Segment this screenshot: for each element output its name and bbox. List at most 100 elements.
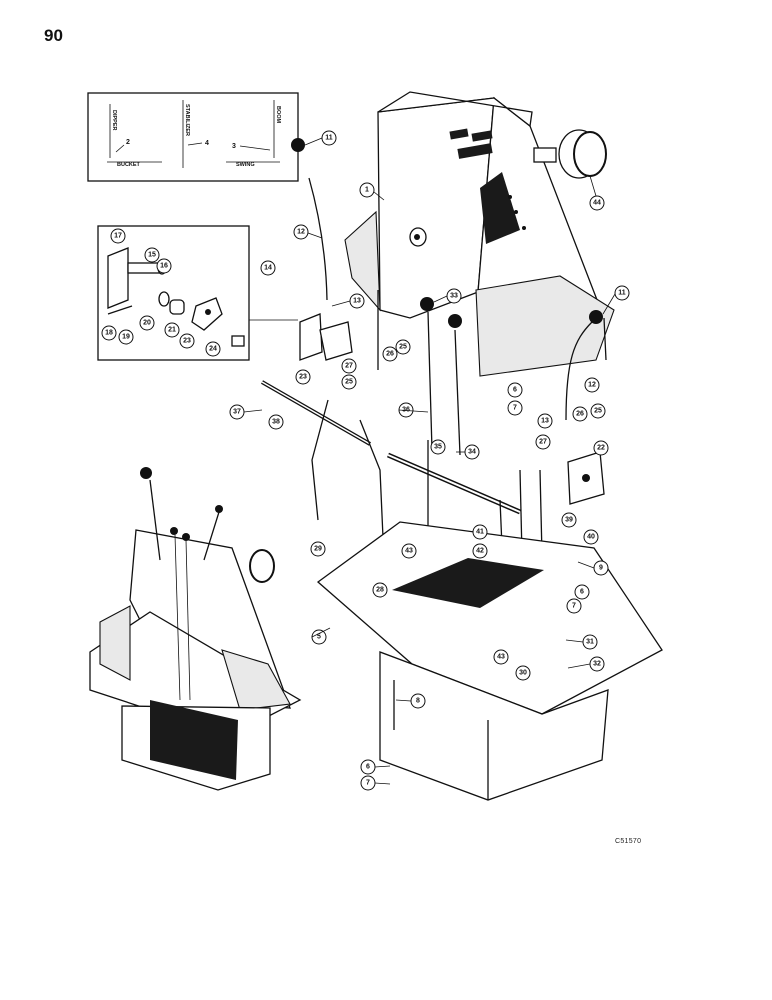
svg-text:16: 16 xyxy=(160,263,168,270)
callout-24: 24 xyxy=(205,341,221,357)
svg-text:28: 28 xyxy=(376,587,384,594)
svg-text:35: 35 xyxy=(434,444,442,451)
svg-text:6: 6 xyxy=(513,387,517,394)
knob-center-left xyxy=(420,297,434,311)
svg-text:25: 25 xyxy=(594,408,602,415)
svg-text:42: 42 xyxy=(476,548,484,555)
callout-18: 18 xyxy=(101,325,117,341)
callout-7: 7 xyxy=(507,400,523,416)
svg-text:5: 5 xyxy=(317,634,321,641)
callout-31: 31 xyxy=(582,634,598,650)
callout-7b: 7 xyxy=(566,598,582,614)
svg-text:26: 26 xyxy=(386,351,394,358)
callout-11: 11 xyxy=(321,130,337,146)
leader-lines xyxy=(243,137,616,785)
callout-23: 23 xyxy=(179,333,195,349)
svg-text:17: 17 xyxy=(114,233,122,240)
callout-23b: 23 xyxy=(295,369,311,385)
callout-6c: 6 xyxy=(360,759,376,775)
decal-ref-4: 4 xyxy=(205,140,209,147)
callout-43: 43 xyxy=(401,543,417,559)
base-enclosure xyxy=(316,521,663,801)
figure-code: C51570 xyxy=(615,838,642,845)
svg-text:27: 27 xyxy=(345,363,353,370)
callout-44: 44 xyxy=(589,195,605,211)
svg-text:32: 32 xyxy=(593,661,601,668)
callout-15: 15 xyxy=(144,247,160,263)
svg-text:18: 18 xyxy=(105,330,113,337)
svg-text:24: 24 xyxy=(209,346,217,353)
svg-text:20: 20 xyxy=(143,320,151,327)
callout-35: 35 xyxy=(430,439,446,455)
svg-text:33: 33 xyxy=(450,293,458,300)
callout-7c: 7 xyxy=(360,775,376,791)
callout-43b: 43 xyxy=(493,649,509,665)
svg-text:1: 1 xyxy=(365,187,369,194)
svg-text:12: 12 xyxy=(297,229,305,236)
page-number: 90 xyxy=(44,26,63,45)
svg-text:38: 38 xyxy=(272,419,280,426)
svg-text:13: 13 xyxy=(353,298,361,305)
svg-text:12: 12 xyxy=(588,382,596,389)
callout-40: 40 xyxy=(583,529,599,545)
svg-text:40: 40 xyxy=(587,534,595,541)
callout-17: 17 xyxy=(110,228,126,244)
callout-13: 13 xyxy=(349,293,365,309)
callout-28: 28 xyxy=(372,582,388,598)
svg-text:27: 27 xyxy=(539,439,547,446)
callout-16: 16 xyxy=(156,258,172,274)
callout-32: 32 xyxy=(589,656,605,672)
knob-left xyxy=(291,138,305,152)
callout-37: 37 xyxy=(229,404,245,420)
control-levers xyxy=(261,138,605,641)
svg-text:19: 19 xyxy=(122,334,130,341)
callout-34: 34 xyxy=(464,444,480,460)
svg-text:11: 11 xyxy=(618,290,626,297)
svg-text:14: 14 xyxy=(264,265,272,272)
callout-25c: 25 xyxy=(590,403,606,419)
valve-detail-inset xyxy=(97,225,298,361)
assembled-view xyxy=(89,467,302,791)
svg-text:23: 23 xyxy=(299,374,307,381)
svg-text:7: 7 xyxy=(366,780,370,787)
svg-text:36: 36 xyxy=(402,407,410,414)
callout-layer: 11 1 44 12 14 13 17 15 16 18 19 20 21 23… xyxy=(101,130,630,791)
callout-42: 42 xyxy=(472,543,488,559)
knob-right xyxy=(589,310,603,324)
svg-text:26: 26 xyxy=(576,411,584,418)
callout-30: 30 xyxy=(515,665,531,681)
svg-text:11: 11 xyxy=(325,135,333,142)
callout-21: 21 xyxy=(164,322,180,338)
callout-13b: 13 xyxy=(537,413,553,429)
svg-text:43: 43 xyxy=(497,654,505,661)
callout-26b: 26 xyxy=(572,406,588,422)
svg-text:31: 31 xyxy=(586,639,594,646)
svg-text:7: 7 xyxy=(513,405,517,412)
callout-19: 19 xyxy=(118,329,134,345)
decal-stabilizer-label: STABILIZER xyxy=(184,104,190,136)
svg-text:23: 23 xyxy=(183,338,191,345)
svg-text:43: 43 xyxy=(405,548,413,555)
callout-29: 29 xyxy=(310,541,326,557)
knob-center-right xyxy=(448,314,462,328)
svg-text:7: 7 xyxy=(572,603,576,610)
callout-1: 1 xyxy=(359,182,375,198)
decal-dipper-label: DIPPER xyxy=(111,110,117,131)
decal-boom-label: BOOM xyxy=(275,106,281,124)
svg-text:25: 25 xyxy=(345,379,353,386)
svg-text:6: 6 xyxy=(366,764,370,771)
svg-text:30: 30 xyxy=(519,670,527,677)
svg-text:25: 25 xyxy=(399,344,407,351)
svg-text:8: 8 xyxy=(416,698,420,705)
callout-12b: 12 xyxy=(584,377,600,393)
svg-text:13: 13 xyxy=(541,418,549,425)
callout-33: 33 xyxy=(446,288,462,304)
svg-text:41: 41 xyxy=(476,529,484,536)
callout-25b: 25 xyxy=(341,374,357,390)
svg-text:22: 22 xyxy=(597,445,605,452)
decal-swing-label: SWING xyxy=(236,162,255,168)
callout-39: 39 xyxy=(561,512,577,528)
svg-text:21: 21 xyxy=(168,327,176,334)
callout-27: 27 xyxy=(341,358,357,374)
svg-text:37: 37 xyxy=(233,409,241,416)
